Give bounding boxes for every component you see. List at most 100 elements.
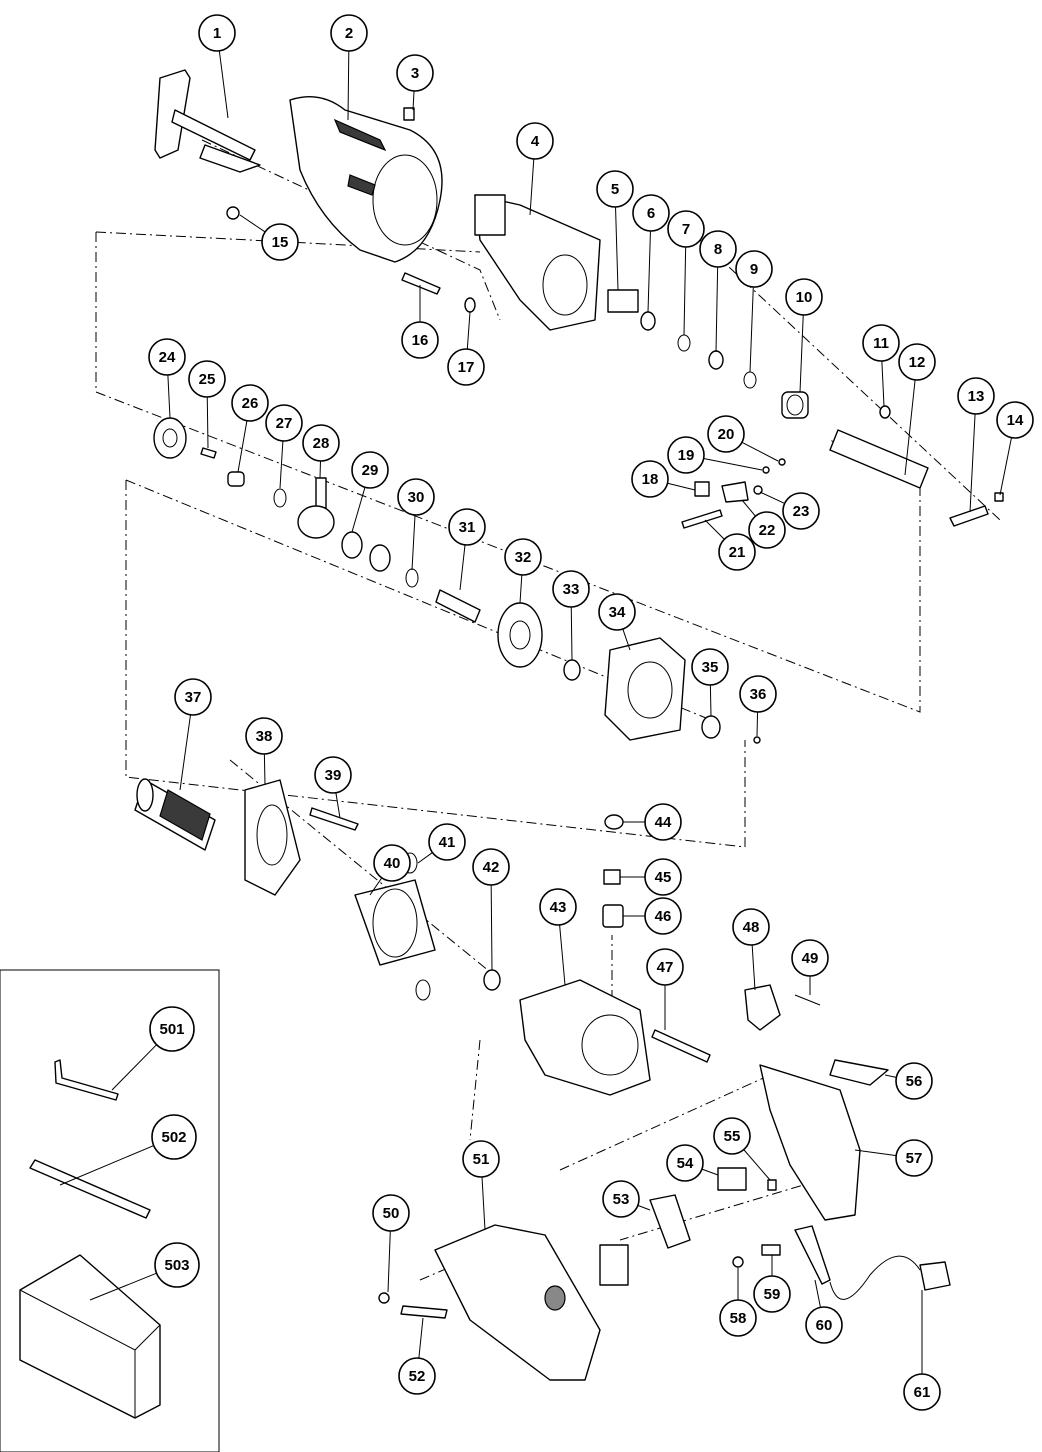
callout-circle xyxy=(644,858,682,896)
leader-41 xyxy=(417,852,433,864)
callout-number: 22 xyxy=(759,522,776,539)
leader-57 xyxy=(854,1149,897,1157)
callout-number: 44 xyxy=(655,814,672,831)
callout-circle xyxy=(748,511,786,549)
callout-19: 19 xyxy=(667,436,705,474)
leader-21 xyxy=(704,519,725,540)
callout-number: 59 xyxy=(764,1286,781,1303)
leader-6 xyxy=(647,230,651,313)
callout-circle xyxy=(753,1275,791,1313)
callout-5: 5 xyxy=(596,170,634,208)
callout-21: 21 xyxy=(718,533,756,571)
callout-number: 52 xyxy=(409,1368,426,1385)
callout-45: 45 xyxy=(644,858,682,896)
callout-number: 26 xyxy=(242,395,259,412)
callout-circle xyxy=(261,223,299,261)
leader-13 xyxy=(969,413,976,513)
leader-22 xyxy=(741,499,756,517)
part-36-screw xyxy=(753,736,761,744)
leader-3 xyxy=(412,90,415,111)
leader-2 xyxy=(347,50,350,121)
leader-33 xyxy=(570,606,573,661)
leader-12 xyxy=(904,379,916,476)
part-34-inner-cover xyxy=(604,637,686,741)
callout-number: 32 xyxy=(515,549,532,566)
callout-circle xyxy=(996,401,1034,439)
part-59 xyxy=(761,1244,781,1256)
callout-circle xyxy=(151,1114,197,1160)
part-16-bolt xyxy=(401,272,441,295)
callout-number: 10 xyxy=(796,289,813,306)
callout-number: 61 xyxy=(914,1384,931,1401)
callout-number: 28 xyxy=(313,435,330,452)
callout-circle xyxy=(735,250,773,288)
leader-42 xyxy=(490,884,493,971)
leader-60 xyxy=(814,1279,821,1308)
part-60-cord-armor xyxy=(794,1225,831,1285)
part-49-spring xyxy=(794,994,821,1006)
leader-10 xyxy=(799,314,804,393)
callout-number: 17 xyxy=(458,359,475,376)
callout-number: 24 xyxy=(159,349,176,366)
callout-circle xyxy=(782,492,820,530)
callout-11: 11 xyxy=(862,324,900,362)
callout-59: 59 xyxy=(753,1275,791,1313)
callout-61: 61 xyxy=(903,1373,941,1411)
leader-39 xyxy=(335,792,341,819)
part-33-bearing xyxy=(563,659,581,681)
callout-number: 46 xyxy=(655,908,672,925)
callout-34: 34 xyxy=(598,593,636,631)
callout-circle xyxy=(805,1306,843,1344)
callout-28: 28 xyxy=(302,424,340,462)
part-26 xyxy=(227,471,245,487)
callout-circle xyxy=(862,324,900,362)
leader-502 xyxy=(59,1145,154,1186)
callout-circle xyxy=(632,194,670,232)
callout-number: 3 xyxy=(411,65,419,82)
leader-501 xyxy=(111,1044,157,1091)
part-24-bearing xyxy=(153,417,187,459)
callout-41: 41 xyxy=(428,823,466,861)
callout-number: 53 xyxy=(613,1191,630,1208)
part-27 xyxy=(273,488,287,508)
callout-circle xyxy=(398,1357,436,1395)
callout-10: 10 xyxy=(785,278,823,316)
callout-number: 39 xyxy=(325,767,342,784)
callout-circle xyxy=(231,384,269,422)
part-15-screw xyxy=(226,206,240,220)
callout-number: 501 xyxy=(159,1021,184,1038)
callout-number: 11 xyxy=(873,335,889,352)
part-53-terminal xyxy=(599,1244,629,1286)
callout-53: 53 xyxy=(602,1180,640,1218)
callout-circle xyxy=(785,278,823,316)
callout-number: 45 xyxy=(655,869,672,886)
callout-14: 14 xyxy=(996,401,1034,439)
part-29a-bearing xyxy=(341,531,363,559)
callout-49: 49 xyxy=(791,939,829,977)
part-37-armature xyxy=(134,778,216,851)
callout-circle xyxy=(154,1242,200,1288)
part-53 xyxy=(649,1194,691,1249)
part-41b xyxy=(415,979,431,1001)
callout-number: 20 xyxy=(718,426,735,443)
callout-circle xyxy=(472,848,510,886)
leader-26 xyxy=(237,420,248,473)
callout-circle xyxy=(602,1180,640,1218)
leader-lines xyxy=(59,50,1012,1374)
callout-number: 12 xyxy=(909,354,926,371)
callout-circle xyxy=(265,404,303,442)
callout-number: 502 xyxy=(161,1129,186,1146)
callout-number: 1 xyxy=(213,25,221,42)
callout-circle xyxy=(188,360,226,398)
callout-circle xyxy=(372,1194,410,1232)
callout-circle xyxy=(644,897,682,935)
callout-8: 8 xyxy=(699,230,737,268)
callout-number: 34 xyxy=(609,604,626,621)
callout-circle xyxy=(516,122,554,160)
callout-54: 54 xyxy=(666,1144,704,1182)
callout-2: 2 xyxy=(330,14,368,52)
leader-23 xyxy=(759,491,785,504)
part-55 xyxy=(767,1179,777,1191)
part-40-stator xyxy=(354,879,436,966)
callout-number: 37 xyxy=(185,689,202,706)
